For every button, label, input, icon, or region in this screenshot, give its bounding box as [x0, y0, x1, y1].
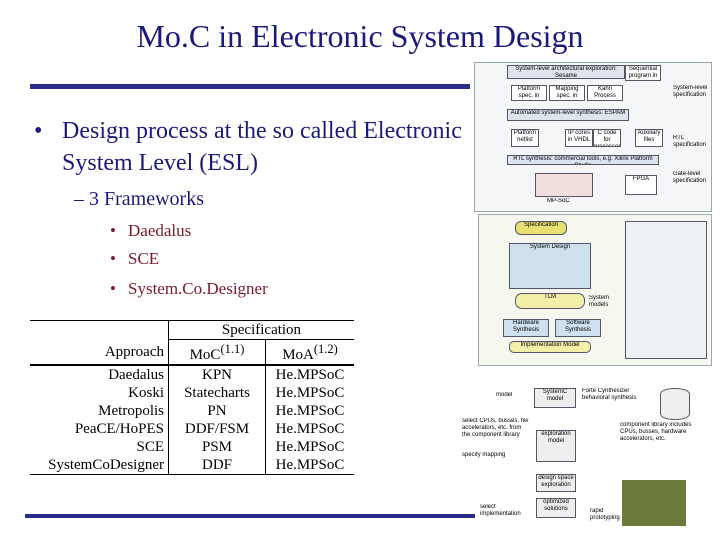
platform-diagram — [625, 221, 707, 359]
framework-item: •SCE — [110, 249, 160, 268]
bottom-rule — [25, 514, 475, 518]
moa-header: MoA(1.2) — [282, 342, 338, 363]
slide-title: Mo.C in Electronic System Design — [136, 18, 584, 54]
main-bullet-text: Design process at the so called Electron… — [62, 118, 462, 176]
sub-bullet: – 3 Frameworks — [74, 188, 204, 210]
fpga-board-image — [622, 480, 686, 526]
database-icon — [660, 388, 690, 420]
explore-box: System-level architectural exploration: … — [507, 65, 625, 79]
systemcodesigner-flow-figure: model SystemC model Forte Cynthesizer be… — [460, 380, 710, 530]
seq-box: Sequential program in C — [625, 65, 661, 81]
bullet-dot: • — [34, 118, 43, 144]
system-design-box: System Design — [509, 243, 591, 289]
framework-table: Specification Approach MoC(1.1) MoA(1.2)… — [30, 320, 354, 475]
mpsoc-box — [535, 173, 593, 197]
sub-bullet-text: 3 Frameworks — [89, 188, 204, 210]
framework-item: •System.Co.Designer — [110, 279, 268, 298]
title-rule — [30, 84, 470, 89]
sce-flow-figure: Specification System Design TLM System m… — [478, 214, 712, 366]
approach-header: Approach — [30, 339, 169, 365]
spec-header: Specification — [168, 320, 354, 340]
moc-header: MoC(1.1) — [168, 339, 266, 365]
daedalus-flow-figure: System-level architectural exploration: … — [474, 62, 712, 212]
framework-item: •Daedalus — [110, 221, 192, 240]
